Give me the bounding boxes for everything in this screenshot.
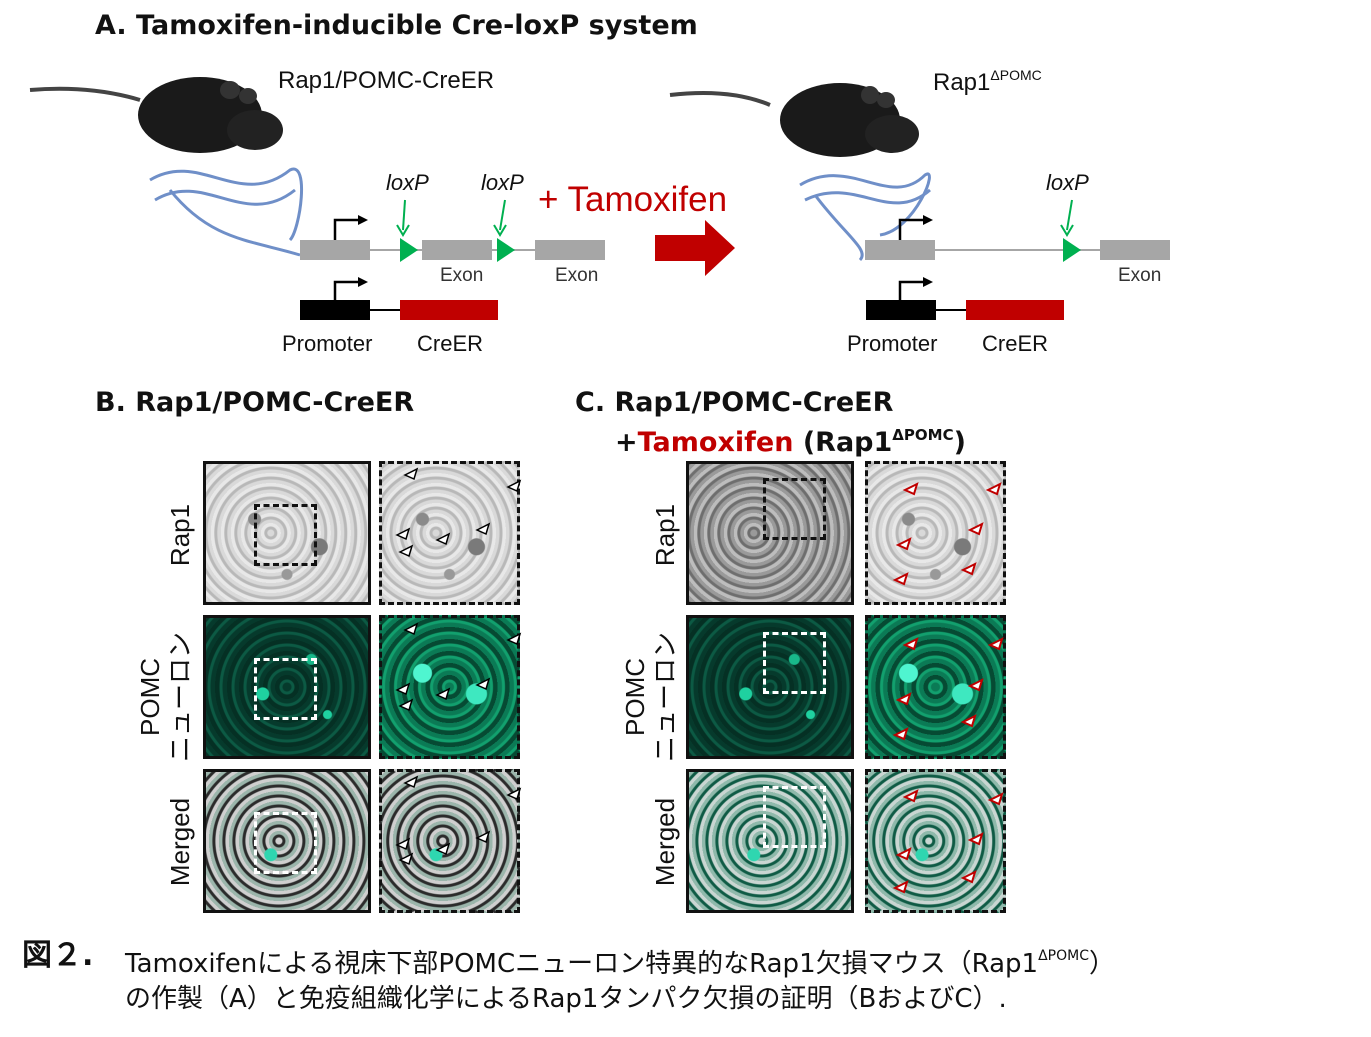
panel-c-title-line2: +Tamoxifen (Rap1ΔPOMC) xyxy=(615,426,966,458)
zoom-region-box xyxy=(254,812,317,874)
panel-c-title-line1: C. Rap1/POMC-CreER xyxy=(575,387,894,418)
tamoxifen-label: + Tamoxifen xyxy=(538,180,728,219)
promoter-label-right: Promoter xyxy=(847,331,938,356)
mouse-illustration-left xyxy=(29,77,283,153)
cre-loxp-schematic xyxy=(29,77,1170,320)
image-b-pomc-zoom xyxy=(379,615,520,759)
mouse-illustration-right xyxy=(669,83,919,157)
image-c-pomc-overview xyxy=(686,615,854,759)
panel-a-title: A. Tamoxifen-inducible Cre-loxP system xyxy=(95,10,698,41)
zoom-region-box xyxy=(254,504,317,566)
panel-b-title: B. Rap1/POMC-CreER xyxy=(95,387,415,418)
left-genotype-label: Rap1/POMC-CreER xyxy=(278,67,495,94)
promoter-label-left: Promoter xyxy=(282,331,373,356)
red-arrowheads-c xyxy=(892,482,1004,894)
zoom-region-box xyxy=(763,632,826,694)
creer-transgene-left xyxy=(300,277,498,320)
recombined-allele-right xyxy=(865,199,1170,262)
loxp-label-1: loxP xyxy=(386,170,429,195)
zoom-region-box xyxy=(763,478,826,540)
exon-label-3: Exon xyxy=(1118,265,1162,286)
dna-helix-left xyxy=(149,167,303,257)
creer-label-left: CreER xyxy=(417,331,484,356)
image-c-merged-overview xyxy=(686,769,854,913)
loxp-label-2: loxP xyxy=(481,170,524,195)
image-b-pomc-overview xyxy=(203,615,371,759)
tamoxifen-arrow xyxy=(655,220,735,276)
exon-label-2: Exon xyxy=(555,265,599,286)
dna-helix-right xyxy=(799,172,931,262)
right-genotype-label: Rap1ΔPOMC xyxy=(933,67,1042,96)
image-c-rap1-overview xyxy=(686,461,854,605)
zoom-region-box xyxy=(763,786,826,848)
panel-c-title: C. Rap1/POMC-CreER +Tamoxifen (Rap1ΔPOMC… xyxy=(575,386,966,459)
creer-label-right: CreER xyxy=(982,331,1049,356)
figure-label: 図２. xyxy=(22,938,94,973)
floxed-allele-left xyxy=(300,199,605,262)
zoom-region-box xyxy=(254,658,317,720)
white-arrowheads-b xyxy=(395,467,522,866)
image-c-rap1-zoom xyxy=(865,461,1006,605)
caption-line-1: Tamoxifenによる視床下部POMCニューロン特異的なRap1欠損マウス（R… xyxy=(125,948,1116,979)
exon-label-1: Exon xyxy=(440,265,484,286)
image-b-rap1-overview xyxy=(203,461,371,605)
creer-transgene-right xyxy=(866,277,1064,320)
loxp-label-3: loxP xyxy=(1046,170,1089,195)
caption-line-2: の作製（A）と免疫組織化学によるRap1タンパク欠損の証明（BおよびC）. xyxy=(125,984,1007,1014)
image-b-merged-overview xyxy=(203,769,371,913)
